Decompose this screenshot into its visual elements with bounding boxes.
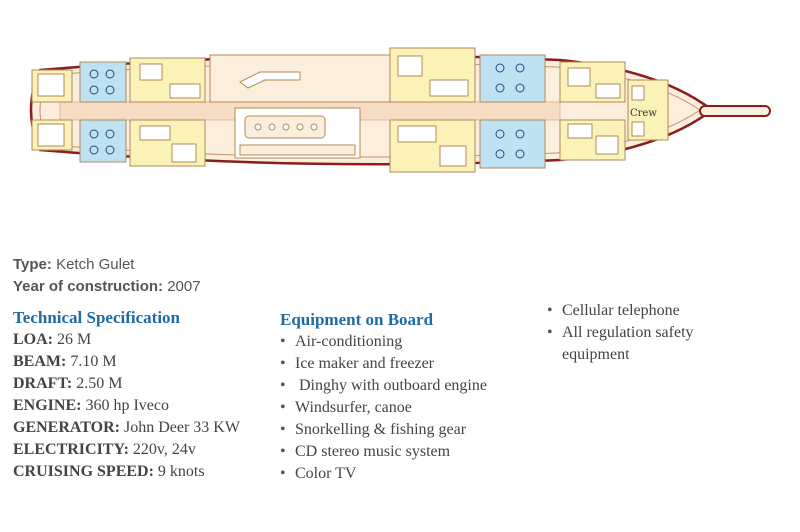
spec-value: 9 knots bbox=[157, 463, 205, 480]
spec-value: 7.10 M bbox=[70, 353, 117, 370]
spec-value: 2.50 M bbox=[76, 375, 123, 392]
specs-heading: Technical Specification bbox=[13, 308, 181, 327]
equipment-on-board: Equipment on Board Air-conditioning Ice … bbox=[280, 309, 525, 485]
list-item: Air-conditioning bbox=[280, 331, 525, 353]
deck-plan-diagram: Crew bbox=[29, 47, 771, 173]
guest-cabin-fwd-top bbox=[389, 47, 476, 103]
spec-row: CRUISING SPEED: 9 knots bbox=[13, 461, 273, 483]
year-row: Year of construction: 2007 bbox=[13, 276, 201, 298]
spec-label: LOA: bbox=[13, 331, 53, 348]
fwd-bathroom-top bbox=[479, 54, 546, 103]
bowsprit bbox=[699, 105, 771, 117]
spec-value: 26 M bbox=[57, 331, 92, 348]
aft-cabin-bottom bbox=[31, 119, 73, 151]
spec-row: ENGINE: 360 hp Iveco bbox=[13, 395, 273, 417]
aft-cabin-top bbox=[31, 69, 73, 103]
spec-value: 220v, 24v bbox=[132, 441, 196, 458]
equipment-list: Air-conditioning Ice maker and freezer D… bbox=[280, 331, 525, 485]
spec-row: DRAFT: 2.50 M bbox=[13, 373, 273, 395]
list-item: Ice maker and freezer bbox=[280, 353, 525, 375]
year-label: Year of construction: bbox=[13, 278, 164, 295]
type-row: Type: Ketch Gulet bbox=[13, 254, 201, 276]
spec-label: ELECTRICITY: bbox=[13, 441, 129, 458]
spec-label: DRAFT: bbox=[13, 375, 73, 392]
spec-row: ELECTRICITY: 220v, 24v bbox=[13, 439, 273, 461]
spec-label: ENGINE: bbox=[13, 397, 82, 414]
guest-cabin-aft-top bbox=[129, 57, 206, 103]
equipment-continued: Cellular telephone All regulation safety… bbox=[547, 300, 752, 366]
list-item: Snorkelling & fishing gear bbox=[280, 419, 525, 441]
type-label: Type: bbox=[13, 256, 52, 273]
saloon bbox=[209, 54, 391, 159]
list-item: All regulation safety equipment bbox=[547, 322, 752, 366]
vessel-info: Type: Ketch Gulet Year of construction: … bbox=[13, 254, 201, 298]
spec-label: CRUISING SPEED: bbox=[13, 463, 154, 480]
spec-value: John Deer 33 KW bbox=[123, 419, 240, 436]
year-value: 2007 bbox=[167, 278, 201, 295]
crew-label: Crew bbox=[630, 108, 657, 119]
list-item: Windsurfer, canoe bbox=[280, 397, 525, 419]
bow-cabin-top bbox=[559, 61, 626, 103]
fwd-bathroom-bottom bbox=[479, 119, 546, 169]
crew-quarters: Crew bbox=[627, 79, 669, 141]
spec-row: BEAM: 7.10 M bbox=[13, 351, 273, 373]
bow-cabin-bottom bbox=[559, 119, 626, 161]
spec-value: 360 hp Iveco bbox=[85, 397, 169, 414]
aft-bathroom-bottom bbox=[79, 119, 127, 163]
spec-label: BEAM: bbox=[13, 353, 67, 370]
list-item: Color TV bbox=[280, 463, 525, 485]
guest-cabin-fwd-bottom bbox=[389, 119, 476, 173]
type-value: Ketch Gulet bbox=[56, 256, 135, 273]
list-item: Dinghy with outboard engine bbox=[280, 375, 525, 397]
spec-row: LOA: 26 M bbox=[13, 329, 273, 351]
equipment-list-continued: Cellular telephone All regulation safety… bbox=[547, 300, 752, 366]
list-item: CD stereo music system bbox=[280, 441, 525, 463]
spec-label: GENERATOR: bbox=[13, 419, 120, 436]
guest-cabin-aft-bottom bbox=[129, 119, 206, 167]
technical-specification: Technical Specification LOA: 26 M BEAM: … bbox=[13, 307, 273, 483]
equipment-heading: Equipment on Board bbox=[280, 310, 434, 329]
aft-bathroom-top bbox=[79, 61, 127, 103]
list-item: Cellular telephone bbox=[547, 300, 752, 322]
spec-row: GENERATOR: John Deer 33 KW bbox=[13, 417, 273, 439]
